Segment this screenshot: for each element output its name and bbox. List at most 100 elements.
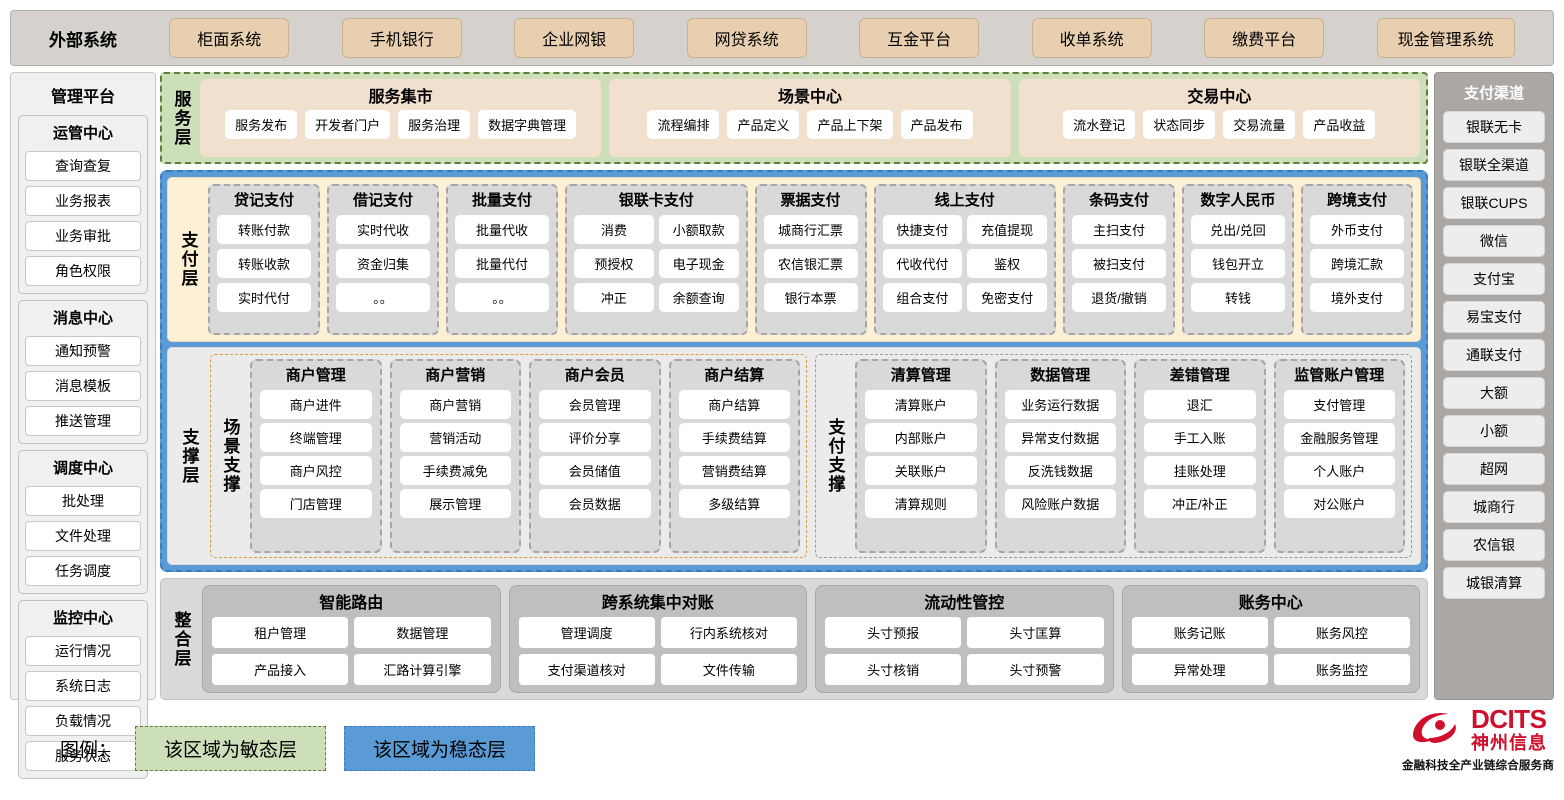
support-item[interactable]: 挂账处理 — [1144, 456, 1256, 485]
support-item[interactable]: 关联账户 — [865, 456, 977, 485]
admin-menu-item[interactable]: 业务报表 — [25, 186, 141, 216]
support-item[interactable]: 退汇 — [1144, 390, 1256, 419]
service-chip[interactable]: 服务发布 — [225, 110, 298, 139]
admin-menu-item[interactable]: 文件处理 — [25, 521, 141, 551]
support-item[interactable]: 内部账户 — [865, 423, 977, 452]
admin-menu-item[interactable]: 任务调度 — [25, 556, 141, 586]
admin-menu-item[interactable]: 服务状态 — [25, 741, 141, 771]
support-item[interactable]: 冲正/补正 — [1144, 489, 1256, 518]
service-chip[interactable]: 交易流量 — [1223, 110, 1296, 139]
support-item[interactable]: 反洗钱数据 — [1004, 456, 1116, 485]
payment-item[interactable]: 转钱 — [1191, 283, 1285, 312]
external-system-chip[interactable]: 收单系统 — [1031, 18, 1152, 58]
payment-item[interactable]: 钱包开立 — [1191, 249, 1285, 278]
support-item[interactable]: 商户营销 — [399, 390, 511, 419]
payment-channel-item[interactable]: 小额 — [1443, 415, 1545, 447]
support-item[interactable]: 营销费结算 — [678, 456, 790, 485]
payment-item[interactable]: 组合支付 — [882, 283, 963, 312]
payment-item[interactable]: 充值提现 — [967, 215, 1047, 244]
support-item[interactable]: 业务运行数据 — [1004, 390, 1116, 419]
payment-channel-item[interactable]: 超网 — [1443, 453, 1545, 485]
payment-item[interactable]: 快捷支付 — [882, 215, 963, 244]
service-chip[interactable]: 产品上下架 — [807, 110, 893, 139]
admin-menu-item[interactable]: 角色权限 — [25, 256, 141, 286]
support-item[interactable]: 会员管理 — [539, 390, 651, 419]
external-system-chip[interactable]: 现金管理系统 — [1376, 18, 1515, 58]
payment-channel-item[interactable]: 银联全渠道 — [1443, 149, 1545, 181]
support-item[interactable]: 展示管理 — [399, 489, 511, 518]
payment-item[interactable]: 实时代收 — [336, 215, 430, 244]
payment-item[interactable]: 跨境汇款 — [1310, 249, 1404, 278]
payment-item[interactable]: 境外支付 — [1310, 283, 1404, 312]
support-item[interactable]: 支付管理 — [1283, 390, 1395, 419]
support-item[interactable]: 营销活动 — [399, 423, 511, 452]
admin-menu-item[interactable]: 运行情况 — [25, 636, 141, 666]
support-item[interactable]: 金融服务管理 — [1283, 423, 1395, 452]
admin-menu-item[interactable]: 批处理 — [25, 486, 141, 516]
support-item[interactable]: 多级结算 — [678, 489, 790, 518]
admin-menu-item[interactable]: 系统日志 — [25, 671, 141, 701]
support-item[interactable]: 风险账户数据 — [1004, 489, 1116, 518]
support-item[interactable]: 门店管理 — [260, 489, 372, 518]
service-chip[interactable]: 流水登记 — [1063, 110, 1136, 139]
integration-item[interactable]: 租户管理 — [212, 617, 349, 648]
payment-channel-item[interactable]: 支付宝 — [1443, 263, 1545, 295]
integration-item[interactable]: 数据管理 — [354, 617, 491, 648]
payment-item[interactable]: 被扫支付 — [1072, 249, 1166, 278]
integration-item[interactable]: 头寸预警 — [967, 654, 1104, 685]
external-system-chip[interactable]: 互金平台 — [859, 18, 980, 58]
support-item[interactable]: 评价分享 — [539, 423, 651, 452]
payment-item[interactable]: 免密支付 — [967, 283, 1047, 312]
external-system-chip[interactable]: 缴费平台 — [1204, 18, 1325, 58]
support-item[interactable]: 会员数据 — [539, 489, 651, 518]
integration-item[interactable]: 账务记账 — [1131, 617, 1268, 648]
support-item[interactable]: 异常支付数据 — [1004, 423, 1116, 452]
integration-item[interactable]: 文件传输 — [660, 654, 797, 685]
payment-item[interactable]: 。。 — [455, 283, 549, 312]
admin-menu-item[interactable]: 消息模板 — [25, 371, 141, 401]
service-chip[interactable]: 数据字典管理 — [478, 110, 577, 139]
payment-item[interactable]: 。。 — [336, 283, 430, 312]
payment-item[interactable]: 消费 — [574, 215, 654, 244]
support-item[interactable]: 清算规则 — [865, 489, 977, 518]
service-chip[interactable]: 开发者门户 — [305, 110, 391, 139]
external-system-chip[interactable]: 网贷系统 — [686, 18, 807, 58]
support-item[interactable]: 个人账户 — [1283, 456, 1395, 485]
integration-item[interactable]: 头寸匡算 — [967, 617, 1104, 648]
payment-item[interactable]: 退货/撤销 — [1072, 283, 1166, 312]
admin-menu-item[interactable]: 负载情况 — [25, 706, 141, 736]
payment-item[interactable]: 冲正 — [574, 283, 654, 312]
payment-item[interactable]: 资金归集 — [336, 249, 430, 278]
support-item[interactable]: 商户进件 — [260, 390, 372, 419]
payment-item[interactable]: 外币支付 — [1310, 215, 1404, 244]
support-item[interactable]: 对公账户 — [1283, 489, 1395, 518]
payment-item[interactable]: 小额取款 — [658, 215, 739, 244]
support-item[interactable]: 商户风控 — [260, 456, 372, 485]
admin-menu-item[interactable]: 推送管理 — [25, 406, 141, 436]
payment-channel-item[interactable]: 城银清算 — [1443, 567, 1545, 599]
integration-item[interactable]: 头寸预报 — [825, 617, 962, 648]
payment-item[interactable]: 转账收款 — [217, 249, 311, 278]
support-item[interactable]: 手续费减免 — [399, 456, 511, 485]
payment-item[interactable]: 转账付款 — [217, 215, 311, 244]
external-system-chip[interactable]: 柜面系统 — [169, 18, 290, 58]
payment-channel-item[interactable]: 银联无卡 — [1443, 111, 1545, 143]
service-chip[interactable]: 产品收益 — [1303, 110, 1376, 139]
support-item[interactable]: 清算账户 — [865, 390, 977, 419]
integration-item[interactable]: 产品接入 — [212, 654, 349, 685]
payment-item[interactable]: 兑出/兑回 — [1191, 215, 1285, 244]
payment-channel-item[interactable]: 大额 — [1443, 377, 1545, 409]
payment-item[interactable]: 鉴权 — [967, 249, 1047, 278]
payment-channel-item[interactable]: 城商行 — [1443, 491, 1545, 523]
payment-channel-item[interactable]: 农信银 — [1443, 529, 1545, 561]
payment-item[interactable]: 余额查询 — [658, 283, 739, 312]
support-item[interactable]: 手工入账 — [1144, 423, 1256, 452]
support-item[interactable]: 终端管理 — [260, 423, 372, 452]
integration-item[interactable]: 汇路计算引擎 — [354, 654, 491, 685]
payment-item[interactable]: 主扫支付 — [1072, 215, 1166, 244]
integration-item[interactable]: 管理调度 — [518, 617, 655, 648]
support-item[interactable]: 会员储值 — [539, 456, 651, 485]
payment-channel-item[interactable]: 银联CUPS — [1443, 187, 1545, 219]
payment-item[interactable]: 批量代付 — [455, 249, 549, 278]
payment-item[interactable]: 代收代付 — [882, 249, 963, 278]
